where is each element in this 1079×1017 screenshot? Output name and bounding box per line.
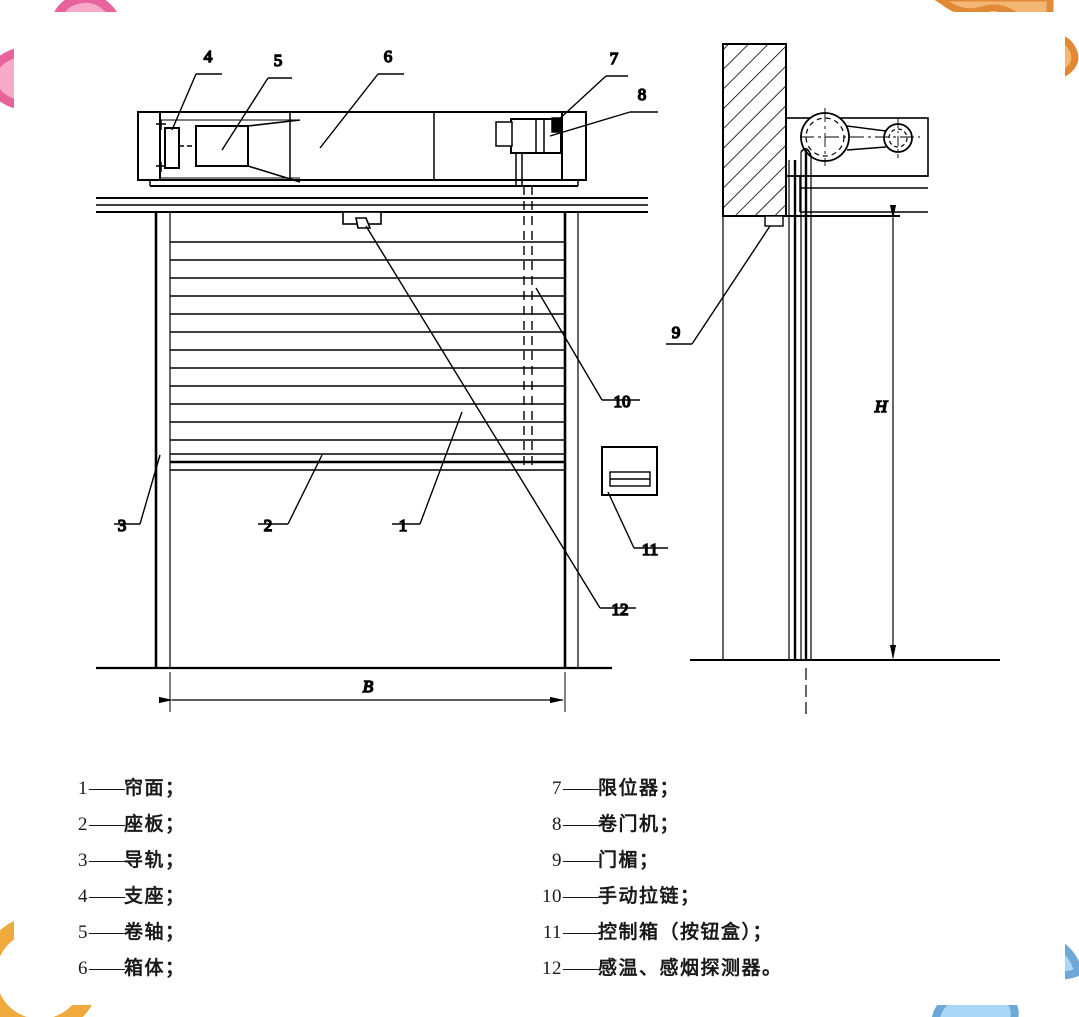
guide-rail-left [154, 212, 171, 668]
legend-label: 手动拉链； [598, 885, 701, 907]
legend-dash: —— [563, 778, 599, 799]
legend: 1 —— 帘面； 2 —— 座板； 3 —— 导轨； 4 —— 支座； 5 ——… [0, 773, 1079, 998]
legend-column-right: 7 —— 限位器； 8 —— 卷门机； 9 —— 门楣； 10 —— 手动拉链；… [538, 773, 783, 989]
legend-item: 3 —— 导轨； [75, 845, 186, 881]
callout-1: 1 [399, 516, 408, 535]
legend-number: 12 [542, 958, 562, 979]
curtain-section [788, 148, 812, 660]
lintel-band [96, 197, 648, 213]
callout-7: 7 [610, 49, 619, 68]
wall-lintel-section [722, 43, 900, 227]
legend-number: 7 [552, 778, 562, 799]
legend-number: 6 [78, 958, 88, 979]
dimension-label-H: H [874, 397, 889, 416]
legend-dash: —— [563, 814, 599, 835]
bracket-support [156, 120, 180, 172]
callout-12: 12 [612, 600, 629, 619]
legend-item: 8 —— 卷门机； [538, 809, 783, 845]
legend-label: 座板； [124, 813, 186, 835]
door-machine-assembly [495, 117, 562, 186]
legend-dash: —— [89, 850, 125, 871]
legend-dash: —— [89, 814, 125, 835]
legend-item: 12 —— 感温、感烟探测器。 [538, 953, 783, 989]
legend-label: 门楣； [598, 849, 660, 871]
legend-item: 9 —— 门楣； [538, 845, 783, 881]
legend-number: 8 [552, 814, 562, 835]
legend-number: 10 [542, 886, 562, 907]
legend-label: 箱体； [124, 957, 186, 979]
legend-number: 4 [78, 886, 88, 907]
legend-item: 11 —— 控制箱（按钮盒）； [538, 917, 783, 953]
manual-chain [523, 186, 533, 470]
guide-rail-right [563, 212, 579, 668]
side-machine-housing [785, 117, 929, 213]
roller-shaft [179, 119, 301, 183]
legend-dash: —— [89, 922, 125, 943]
callout-9: 9 [672, 323, 681, 342]
callout-11: 11 [642, 540, 658, 559]
legend-number: 1 [78, 778, 88, 799]
roller-drum-pulley [800, 108, 920, 166]
legend-item: 2 —— 座板； [75, 809, 186, 845]
legend-dash: —— [89, 778, 125, 799]
curtain-slats [170, 241, 565, 455]
legend-dash: —— [89, 958, 125, 979]
callout-2: 2 [264, 516, 273, 535]
callout-leader-9 [666, 225, 771, 345]
callout-10: 10 [614, 392, 631, 411]
legend-number: 9 [552, 850, 562, 871]
legend-number: 5 [78, 922, 88, 943]
dimension-label-B: B [363, 677, 374, 696]
legend-item: 5 —— 卷轴； [75, 917, 186, 953]
legend-number: 2 [78, 814, 88, 835]
callout-4: 4 [204, 47, 213, 66]
callout-5: 5 [274, 51, 283, 70]
legend-label: 支座； [124, 885, 186, 907]
legend-item: 4 —— 支座； [75, 881, 186, 917]
legend-label: 帘面； [124, 777, 186, 799]
legend-item: 7 —— 限位器； [538, 773, 783, 809]
legend-label: 导轨； [124, 849, 186, 871]
legend-label: 控制箱（按钮盒）； [598, 921, 774, 943]
legend-dash: —— [89, 886, 125, 907]
legend-dash: —— [563, 922, 599, 943]
legend-item: 6 —— 箱体； [75, 953, 186, 989]
legend-label: 卷门机； [598, 813, 681, 835]
callout-8: 8 [638, 85, 647, 104]
legend-number: 11 [542, 922, 562, 943]
callout-leaders-front [114, 73, 668, 609]
control-box [601, 446, 658, 496]
legend-label: 感温、感烟探测器。 [598, 957, 783, 979]
detector-mount [342, 211, 382, 229]
callout-3: 3 [118, 516, 127, 535]
legend-item: 1 —— 帘面； [75, 773, 186, 809]
dimension-B [158, 672, 566, 712]
legend-dash: —— [563, 958, 599, 979]
legend-column-left: 1 —— 帘面； 2 —— 座板； 3 —— 导轨； 4 —— 支座； 5 ——… [75, 773, 186, 989]
callout-6: 6 [384, 47, 393, 66]
legend-number: 3 [78, 850, 88, 871]
legend-dash: —— [563, 886, 599, 907]
bottom-seat-plate [170, 460, 565, 471]
legend-item: 10 —— 手动拉链； [538, 881, 783, 917]
head-box [137, 111, 587, 187]
legend-dash: —— [563, 850, 599, 871]
legend-label: 限位器； [598, 777, 681, 799]
legend-label: 卷轴； [124, 921, 186, 943]
